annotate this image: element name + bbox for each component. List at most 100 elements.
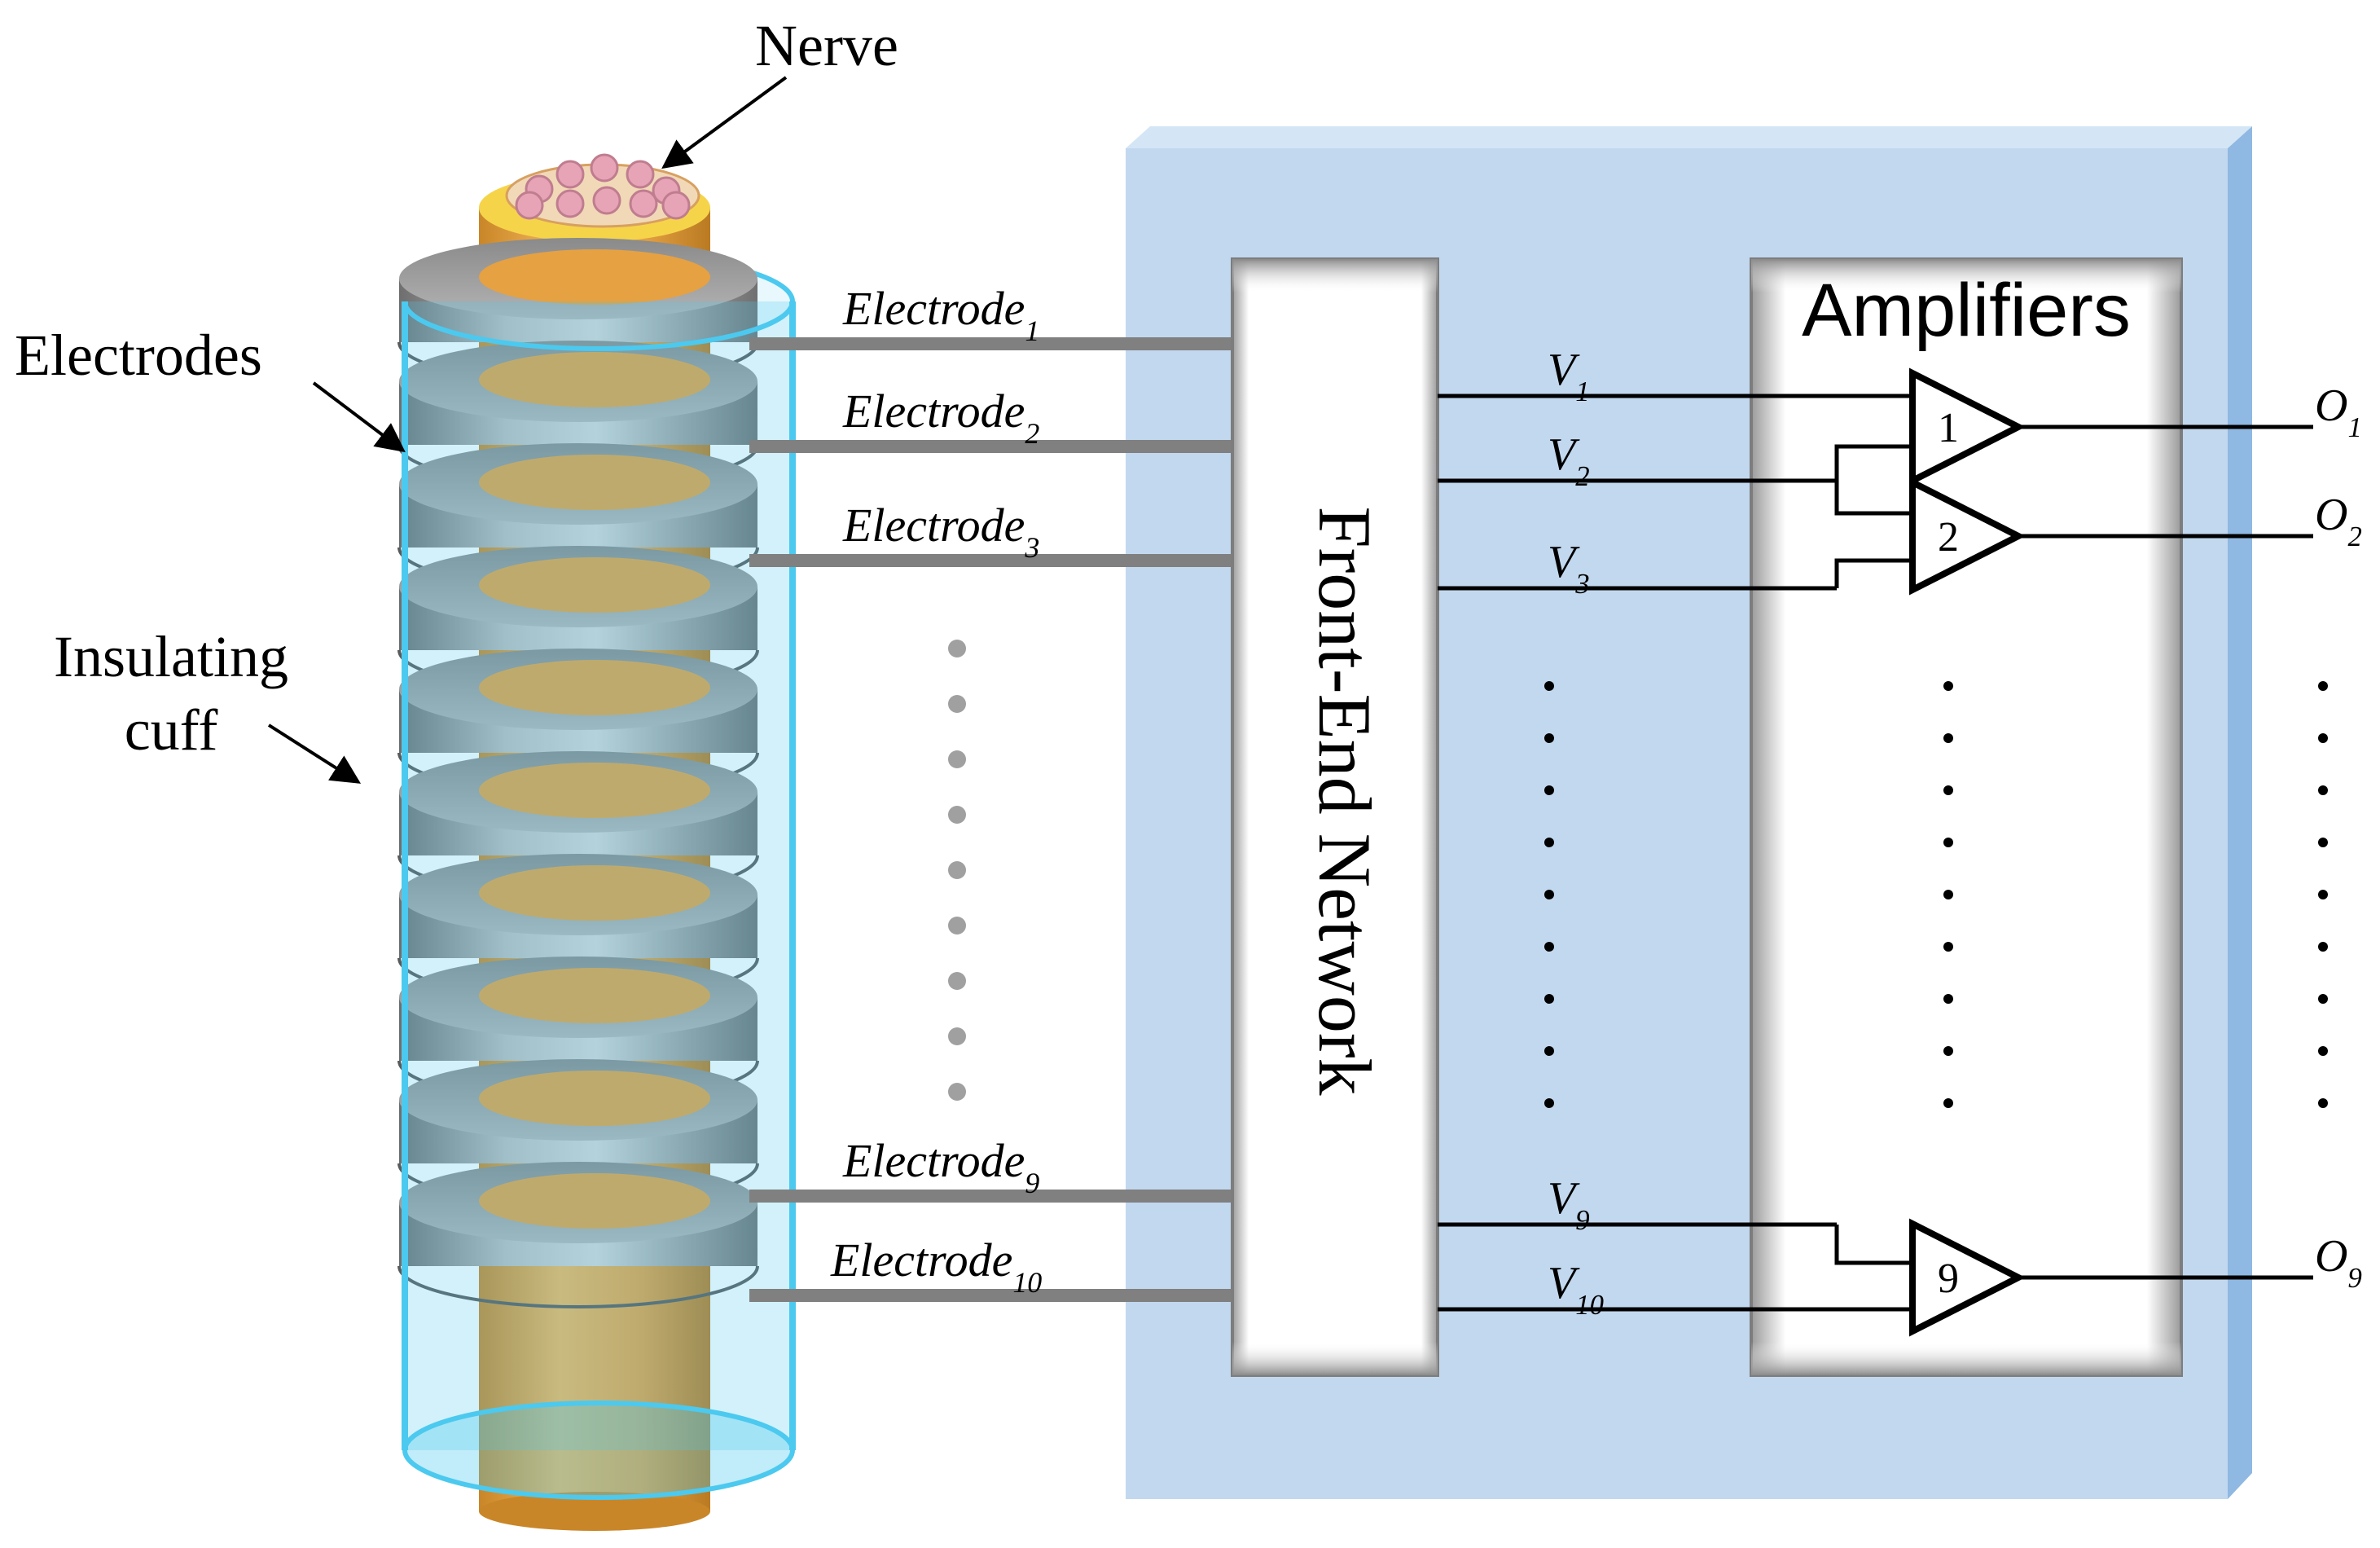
electrode-ellipsis xyxy=(948,640,966,1101)
voltage-label-main: V xyxy=(1548,345,1580,395)
ellipsis-dot xyxy=(1544,681,1554,691)
ellipsis-dot xyxy=(1943,733,1953,743)
ellipsis-dot xyxy=(1544,733,1554,743)
ellipsis-dot xyxy=(948,972,966,990)
ellipsis-dot xyxy=(2318,1046,2328,1056)
ellipsis-dot xyxy=(1943,1098,1953,1108)
output-label-main: O xyxy=(2315,490,2347,540)
fascicle xyxy=(515,191,544,220)
panel-side-face xyxy=(2228,126,2252,1499)
ellipsis-dot xyxy=(2318,785,2328,795)
insulating-label-line1: Insulating xyxy=(54,624,288,689)
ellipsis-dot xyxy=(1943,681,1953,691)
electrode-link-label-subscript: 9 xyxy=(1025,1167,1039,1199)
voltage-ellipsis xyxy=(1544,681,2328,1108)
amplifier-number: 2 xyxy=(1938,514,1959,561)
amp-input-wire xyxy=(1834,1225,1912,1265)
ellipsis-dot xyxy=(948,640,966,657)
fascicle xyxy=(590,153,619,183)
nerve-arrow xyxy=(661,76,788,169)
electrodes-arrow xyxy=(312,381,406,453)
nerve-cuff-assembly xyxy=(397,153,796,1531)
ellipsis-dot xyxy=(948,1083,966,1101)
ellipsis-dot xyxy=(1544,1046,1554,1056)
ellipsis-dot xyxy=(948,750,966,768)
ring-hole xyxy=(479,763,710,818)
ellipsis-dot xyxy=(1544,1098,1554,1108)
amplifier-triangle xyxy=(1909,1218,2026,1337)
output-label: O2 xyxy=(2315,490,2362,552)
ring-hole xyxy=(479,249,710,305)
fascicle xyxy=(661,191,691,220)
nerve-label: Nerve xyxy=(755,13,898,78)
output-label-subscript: 2 xyxy=(2347,521,2361,552)
nerve-bottom xyxy=(479,1492,710,1531)
ring-hole xyxy=(479,1173,710,1229)
ellipsis-dot xyxy=(2318,733,2328,743)
ellipsis-dot xyxy=(2318,1098,2328,1108)
ellipsis-dot xyxy=(1943,838,1953,847)
electrode-ring xyxy=(397,751,759,898)
voltage-label: V1 xyxy=(1548,345,1590,407)
electrode-ring xyxy=(397,1162,759,1308)
voltage-label-subscript: 3 xyxy=(1574,568,1589,600)
amplifiers-label: Amplifiers xyxy=(1802,269,2131,352)
insulating-label-line2: cuff xyxy=(125,697,218,763)
electrode-link-label-main: Electrode xyxy=(842,385,1025,438)
voltage-label-subscript: 9 xyxy=(1575,1204,1589,1236)
ellipsis-dot xyxy=(1943,942,1953,952)
electrode-link-label-subscript: 2 xyxy=(1025,417,1039,450)
fascicle xyxy=(626,160,655,189)
ellipsis-dot xyxy=(2318,942,2328,952)
electrode-ring xyxy=(397,546,759,693)
electrode-rings xyxy=(397,238,759,1308)
fascicle xyxy=(555,160,585,189)
insulating-cuff-body xyxy=(405,301,793,1450)
electrode-link-label: Electrode10 xyxy=(830,1234,1042,1299)
electrode-ring xyxy=(397,341,759,487)
electrode-link-label: Electrode9 xyxy=(842,1134,1039,1199)
ring-hole xyxy=(479,1071,710,1126)
ellipsis-dot xyxy=(1544,994,1554,1004)
voltage-label-subscript: 2 xyxy=(1575,460,1589,492)
electrode-ring xyxy=(397,1059,759,1206)
amplifier-number: 1 xyxy=(1938,405,1959,451)
electrode-link-label-subscript: 10 xyxy=(1012,1266,1042,1299)
fascicle xyxy=(629,189,658,218)
electrode-wires: Electrode1Electrode2Electrode3Electrode9… xyxy=(749,282,1232,1302)
amp-input-wire xyxy=(1834,558,1912,588)
electrode-ring xyxy=(397,957,759,1103)
ellipsis-dot xyxy=(2318,838,2328,847)
output-label-main: O xyxy=(2315,380,2347,431)
ring-hole xyxy=(479,352,710,407)
output-label-subscript: 1 xyxy=(2347,411,2361,443)
amplifier-number: 9 xyxy=(1938,1256,1959,1302)
cuff-bottom-rim xyxy=(402,1401,795,1500)
insulating-cuff-arrow xyxy=(267,723,362,784)
electrodes-label: Electrodes xyxy=(15,323,262,388)
voltage-label: V3 xyxy=(1548,537,1590,600)
electrode-link-label-subscript: 3 xyxy=(1024,531,1039,564)
front-end-box-shade xyxy=(1232,259,1438,1375)
electrode-link-label-main: Electrode xyxy=(830,1234,1012,1286)
amp-input-wire xyxy=(1834,481,1912,516)
ellipsis-dot xyxy=(1544,785,1554,795)
ring-hole xyxy=(479,660,710,715)
electrode-link-label: Electrode1 xyxy=(842,282,1039,347)
ellipsis-dot xyxy=(1943,1046,1953,1056)
voltage-label-subscript: 10 xyxy=(1575,1289,1604,1321)
fascicle xyxy=(555,189,585,218)
voltage-label: V9 xyxy=(1548,1173,1590,1236)
front-end-network-label: Front-End Network xyxy=(1303,506,1386,1095)
output-label: O1 xyxy=(2315,380,2362,443)
ellipsis-dot xyxy=(2318,681,2328,691)
voltage-label-main: V xyxy=(1548,1258,1580,1308)
cuff-top-front-arc xyxy=(402,301,795,351)
ellipsis-dot xyxy=(1943,994,1953,1004)
ellipsis-dot xyxy=(948,806,966,824)
ellipsis-dot xyxy=(948,695,966,713)
